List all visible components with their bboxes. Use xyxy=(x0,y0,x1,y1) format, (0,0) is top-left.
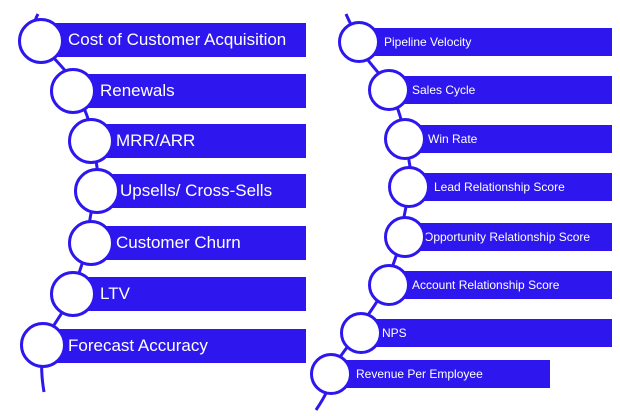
metric-circle xyxy=(340,312,382,354)
metric-circle xyxy=(68,220,114,266)
metric-circle xyxy=(368,69,410,111)
metric-label: Renewals xyxy=(100,81,175,100)
metric-label: Win Rate xyxy=(428,132,478,146)
metric-label: LTV xyxy=(100,284,130,303)
metric-circle xyxy=(384,118,426,160)
metric-circle xyxy=(74,168,120,214)
metric-bar-sales-cycle: Sales Cycle xyxy=(388,76,612,104)
metric-label: Pipeline Velocity xyxy=(384,35,472,49)
metric-label: Customer Churn xyxy=(116,233,241,252)
metric-label: Sales Cycle xyxy=(412,83,476,97)
metric-bar-renewals: Renewals xyxy=(70,74,306,108)
metric-label: MRR/ARR xyxy=(116,131,196,150)
metric-bar-cost-of-customer-acquisition: Cost of Customer Acquisition xyxy=(38,23,306,57)
metric-bar-nps: NPS xyxy=(360,319,612,347)
metric-label: Opportunity Relationship Score xyxy=(424,230,591,244)
metric-bar-win-rate: Win Rate xyxy=(404,125,612,153)
metric-label: Forecast Accuracy xyxy=(68,336,208,355)
metric-label: Lead Relationship Score xyxy=(434,180,565,194)
metric-circle xyxy=(68,118,114,164)
metric-bar-ltv: LTV xyxy=(72,277,306,311)
metric-bar-revenue-per-employee: Revenue Per Employee xyxy=(330,360,550,388)
metric-label: Account Relationship Score xyxy=(412,278,560,292)
metric-bar-upsells-cross-sells: Upsells/ Cross-Sells xyxy=(92,174,306,208)
metric-bar-lead-relationship-score: Lead Relationship Score xyxy=(408,173,612,201)
metric-circle xyxy=(20,322,66,368)
metric-circle xyxy=(388,166,430,208)
metric-bar-account-relationship-score: Account Relationship Score xyxy=(388,271,612,299)
metric-bar-pipeline-velocity: Pipeline Velocity xyxy=(360,28,612,56)
metric-label: Revenue Per Employee xyxy=(356,367,483,381)
metric-circle xyxy=(338,21,380,63)
metric-bar-opportunity-relationship-score: Opportunity Relationship Score xyxy=(402,223,612,251)
metric-label: Upsells/ Cross-Sells xyxy=(120,181,273,200)
metric-bar-forecast-accuracy: Forecast Accuracy xyxy=(40,329,306,363)
metric-circle xyxy=(50,271,96,317)
metric-circle xyxy=(18,18,64,64)
metric-circle xyxy=(310,353,352,395)
metric-circle xyxy=(50,68,96,114)
metric-bar-mrr-arr: MRR/ARR xyxy=(86,124,306,158)
metric-bar-customer-churn: Customer Churn xyxy=(88,226,306,260)
metric-label: Cost of Customer Acquisition xyxy=(68,30,287,49)
metric-circle xyxy=(368,264,410,306)
metric-circle xyxy=(384,216,426,258)
metric-label: NPS xyxy=(382,326,407,340)
